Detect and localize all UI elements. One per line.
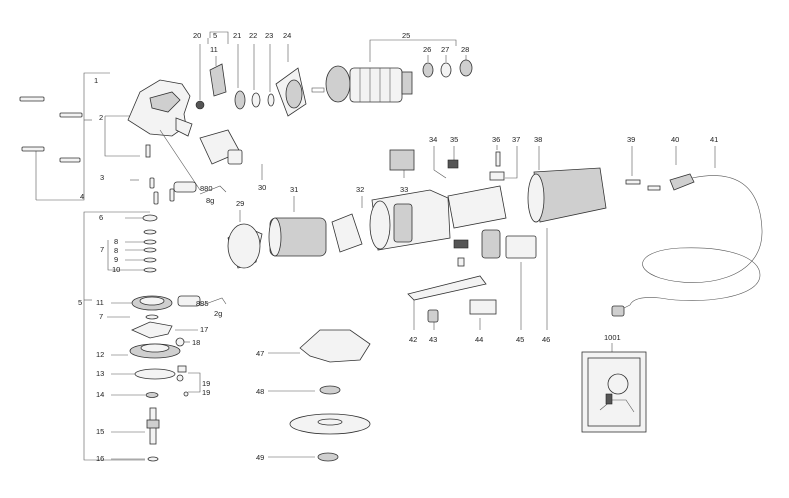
- label-part-1001: 1001: [604, 333, 621, 342]
- guard-and-disc: [289, 329, 371, 462]
- label-part-5a: 5: [213, 31, 217, 40]
- label-part-25: 25: [402, 31, 410, 40]
- stator-and-housing: [227, 149, 507, 269]
- label-part-19a: 19: [202, 379, 210, 388]
- rear-cover: [527, 167, 607, 223]
- label-part-7a: 7: [100, 245, 104, 254]
- power-cord: [611, 173, 763, 317]
- label-part-44: 44: [475, 335, 483, 344]
- label-part-1: 1: [94, 76, 98, 85]
- label-part-11b: 11: [96, 298, 104, 307]
- grease-code-2: 885: [196, 299, 209, 308]
- label-part-46: 46: [542, 335, 550, 344]
- label-part-32: 32: [356, 185, 364, 194]
- label-part-49: 49: [256, 453, 264, 462]
- label-part-3: 3: [100, 173, 104, 182]
- label-part-37: 37: [512, 135, 520, 144]
- label-part-28: 28: [461, 45, 469, 54]
- label-part-24: 24: [283, 31, 291, 40]
- label-part-12: 12: [96, 350, 104, 359]
- grease-amount-1: 8g: [206, 196, 214, 205]
- detail-1001: [581, 351, 647, 433]
- label-part-5b: 5: [78, 298, 82, 307]
- label-part-43: 43: [429, 335, 437, 344]
- label-part-2: 2: [99, 113, 103, 122]
- label-part-39: 39: [627, 135, 635, 144]
- label-part-21: 21: [233, 31, 241, 40]
- label-part-19b: 19: [202, 388, 210, 397]
- label-part-6: 6: [99, 213, 103, 222]
- label-part-8a: 8: [114, 237, 118, 246]
- label-part-11a: 11: [210, 45, 218, 54]
- label-part-42: 42: [409, 335, 417, 344]
- bearings-top: [195, 63, 307, 117]
- label-part-17: 17: [200, 325, 208, 334]
- armature: [311, 59, 473, 103]
- label-part-20: 20: [193, 31, 201, 40]
- gear-head-housing: [127, 79, 201, 191]
- label-part-47: 47: [256, 349, 264, 358]
- label-part-31: 31: [290, 185, 298, 194]
- label-part-7b: 7: [99, 312, 103, 321]
- grease-tube-1: 880 8g: [173, 181, 227, 205]
- grease-code-1: 880: [200, 184, 213, 193]
- label-part-27: 27: [441, 45, 449, 54]
- label-part-16: 16: [96, 454, 104, 463]
- grease-tube-2: 885 2g: [177, 295, 227, 318]
- spindle-stack: [129, 214, 189, 462]
- label-part-14: 14: [96, 390, 104, 399]
- label-part-33: 33: [400, 185, 408, 194]
- label-part-13: 13: [96, 369, 104, 378]
- label-part-4: 4: [80, 192, 84, 201]
- label-part-30: 30: [258, 183, 266, 192]
- label-part-23: 23: [265, 31, 273, 40]
- label-part-10: 10: [112, 265, 120, 274]
- label-part-15: 15: [96, 427, 104, 436]
- label-part-40: 40: [671, 135, 679, 144]
- label-part-9: 9: [114, 255, 118, 264]
- label-part-45: 45: [516, 335, 524, 344]
- part-labels: 1 2 3 4 5 5 6 7 7 8 8 9 10 11 11 12 13 1…: [78, 31, 718, 463]
- label-part-48: 48: [256, 387, 264, 396]
- label-part-22: 22: [249, 31, 257, 40]
- label-part-38: 38: [534, 135, 542, 144]
- label-part-36: 36: [492, 135, 500, 144]
- label-part-41: 41: [710, 135, 718, 144]
- label-part-29: 29: [236, 199, 244, 208]
- screws-left: [19, 96, 175, 205]
- label-part-8b: 8: [114, 246, 118, 255]
- label-part-34: 34: [429, 135, 437, 144]
- leader-lines: [35, 31, 716, 461]
- label-part-26: 26: [423, 45, 431, 54]
- label-part-35: 35: [450, 135, 458, 144]
- flange-30: [199, 129, 243, 165]
- switch-parts: [407, 229, 537, 323]
- label-part-18: 18: [192, 338, 200, 347]
- grease-amount-2: 2g: [214, 309, 222, 318]
